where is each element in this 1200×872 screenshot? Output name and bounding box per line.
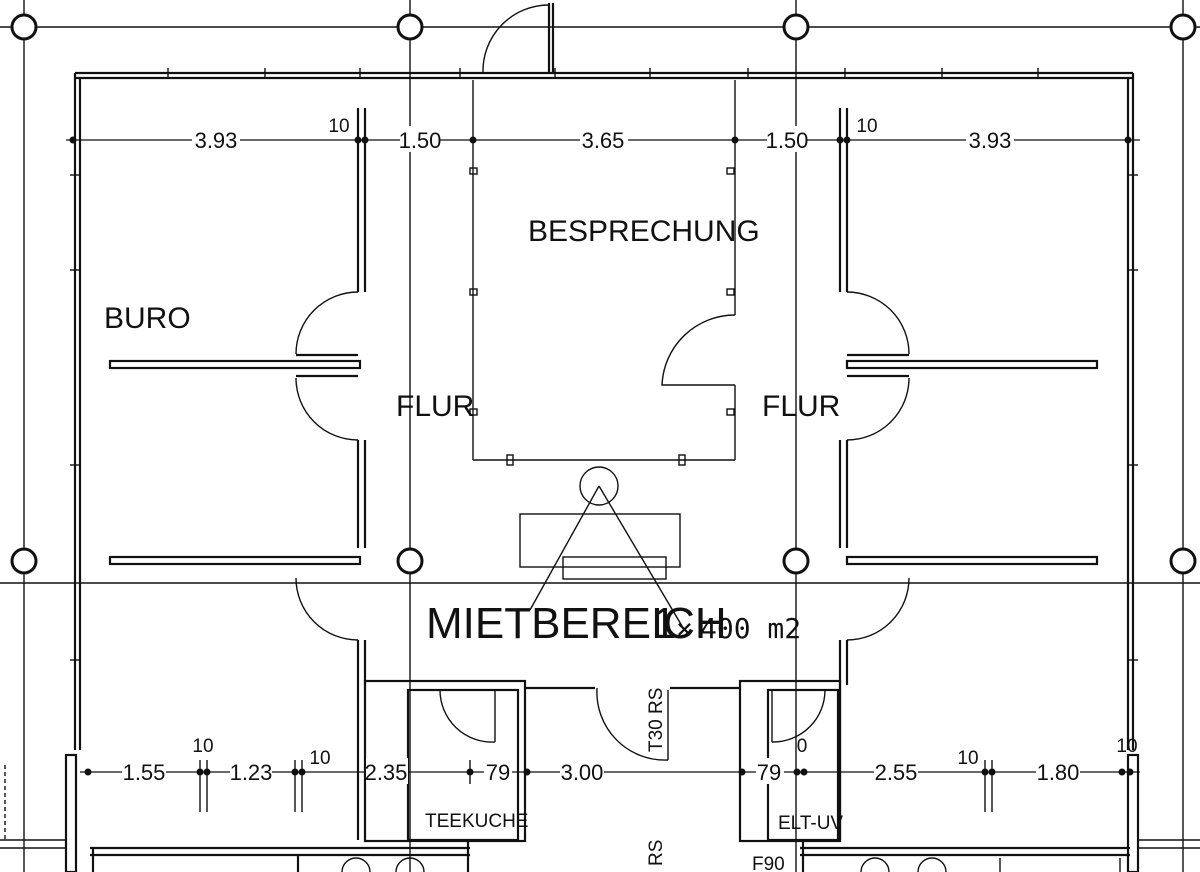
- door-label-rs: RS: [646, 840, 667, 866]
- dim-top-7: 3.93: [969, 128, 1012, 153]
- left-partition: [295, 108, 367, 840]
- room-label-flur-left: FLUR: [396, 390, 474, 423]
- dim-bottom-8: 79: [757, 760, 781, 785]
- room-label-teekuche: TEEKUCHE: [425, 811, 528, 832]
- reception-desk: [519, 466, 683, 627]
- door-labels: T30 RS RS F90: [646, 688, 785, 872]
- dim-bottom-11: 10: [957, 748, 978, 769]
- door-label-t30: T30 RS: [646, 688, 667, 752]
- door-label-f90: F90: [752, 854, 785, 872]
- room-label-mietbereich: MIETBEREICH: [426, 599, 727, 648]
- right-partition: [838, 108, 910, 840]
- lower-structure: [0, 753, 1200, 872]
- bottom-dimension-labels: 1.55 10 1.23 10 2.35 79 3.00 79 0 2.55 1…: [122, 736, 1138, 785]
- outer-facade: [70, 68, 1138, 750]
- grid-markers: [10, 13, 1197, 575]
- office-dividers: [108, 353, 1099, 566]
- area-value: 400 m2: [700, 612, 801, 645]
- dim-top-5: 1.50: [766, 128, 809, 153]
- room-label-elt-uv: ELT-UV: [778, 813, 843, 834]
- entrance-door: [482, 3, 555, 74]
- room-label-mietbereich-number: 1: [652, 599, 676, 648]
- dim-bottom-12: 1.80: [1037, 760, 1080, 785]
- dim-bottom-3: 1.23: [230, 760, 273, 785]
- dim-bottom-10: 2.55: [875, 760, 918, 785]
- dim-bottom-7: 3.00: [561, 760, 604, 785]
- dim-top-4: 3.65: [582, 128, 625, 153]
- dim-bottom-2: 10: [192, 736, 213, 757]
- dim-bottom-13: 10: [1116, 736, 1137, 757]
- room-labels: BURO BESPRECHUNG FLUR FLUR MIETBEREICH 1…: [104, 215, 843, 834]
- top-dimension-labels: 3.93 10 1.50 3.65 1.50 10 3.93: [192, 116, 1014, 153]
- dim-bottom-6: 79: [486, 760, 510, 785]
- dim-top-1: 3.93: [195, 128, 238, 153]
- dim-top-2: 10: [328, 116, 349, 137]
- room-label-buro: BURO: [104, 302, 191, 335]
- room-label-flur-right: FLUR: [762, 390, 840, 423]
- dim-bottom-5: 2.35: [365, 760, 408, 785]
- dim-bottom-4: 10: [309, 748, 330, 769]
- dim-bottom-1: 1.55: [123, 760, 166, 785]
- dim-top-6: 10: [856, 116, 877, 137]
- dim-bottom-9: 0: [797, 736, 808, 757]
- room-label-besprechung: BESPRECHUNG: [528, 215, 760, 248]
- area-symbol: ×: [676, 612, 693, 645]
- dim-top-3: 1.50: [399, 128, 442, 153]
